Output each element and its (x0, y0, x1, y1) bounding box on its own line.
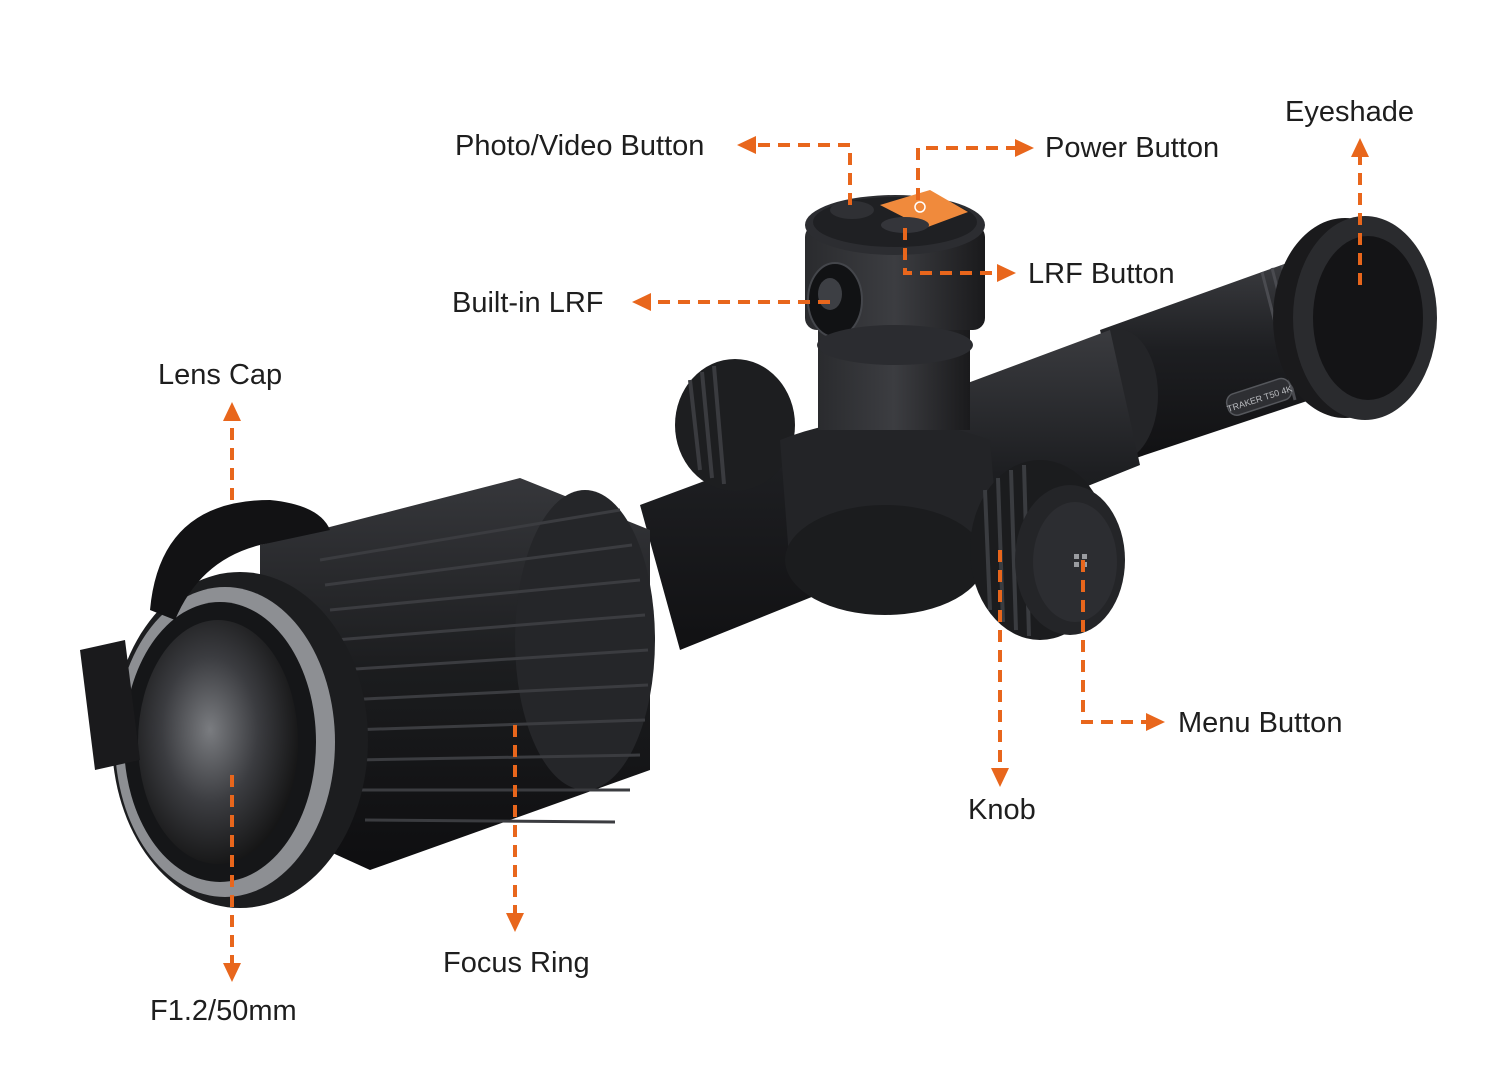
label-aperture: F1.2/50mm (150, 995, 297, 1027)
eyepiece-assembly: TRAKER T50 4K (1078, 216, 1437, 461)
label-built-in-lrf: Built-in LRF (452, 287, 604, 319)
label-lrf-button: LRF Button (1028, 258, 1175, 290)
callout-arrowheads (223, 136, 1369, 982)
callout-photo-video (752, 143, 852, 205)
photo-video-button-cap (830, 201, 874, 219)
eyeshade (1273, 216, 1437, 420)
turret-block (780, 420, 1000, 615)
callout-power (916, 146, 1018, 200)
lrf-tower (805, 190, 985, 430)
objective-lens (138, 620, 298, 864)
label-menu-button: Menu Button (1178, 707, 1343, 739)
callout-menu-button (1081, 560, 1150, 724)
arrowhead-focus-ring (506, 913, 524, 932)
objective-housing (112, 478, 655, 908)
arrowhead-lrf-button (997, 264, 1016, 282)
label-photo-video-button: Photo/Video Button (455, 130, 705, 162)
callout-lrf-button (903, 228, 1000, 275)
arrowhead-lens-cap (223, 402, 241, 421)
label-eyeshade: Eyeshade (1285, 96, 1414, 128)
arrowhead-power (1015, 139, 1034, 157)
label-lens-cap: Lens Cap (158, 359, 283, 391)
label-power-button: Power Button (1045, 132, 1220, 164)
arrowhead-knob (991, 768, 1009, 787)
lrf-button-cap (881, 217, 929, 233)
lens-cap (80, 500, 330, 770)
arrowhead-photo-video (737, 136, 756, 154)
arrowhead-built-in-lrf (632, 293, 651, 311)
rear-side-knob (675, 359, 795, 491)
arrowhead-menu-button (1146, 713, 1165, 731)
side-knob (970, 460, 1125, 640)
arrowhead-eyeshade (1351, 138, 1369, 157)
arrowhead-aperture (223, 963, 241, 982)
callout-lines (230, 143, 1362, 965)
label-focus-ring: Focus Ring (443, 947, 590, 979)
label-knob: Knob (968, 794, 1036, 826)
power-icon (914, 201, 926, 213)
